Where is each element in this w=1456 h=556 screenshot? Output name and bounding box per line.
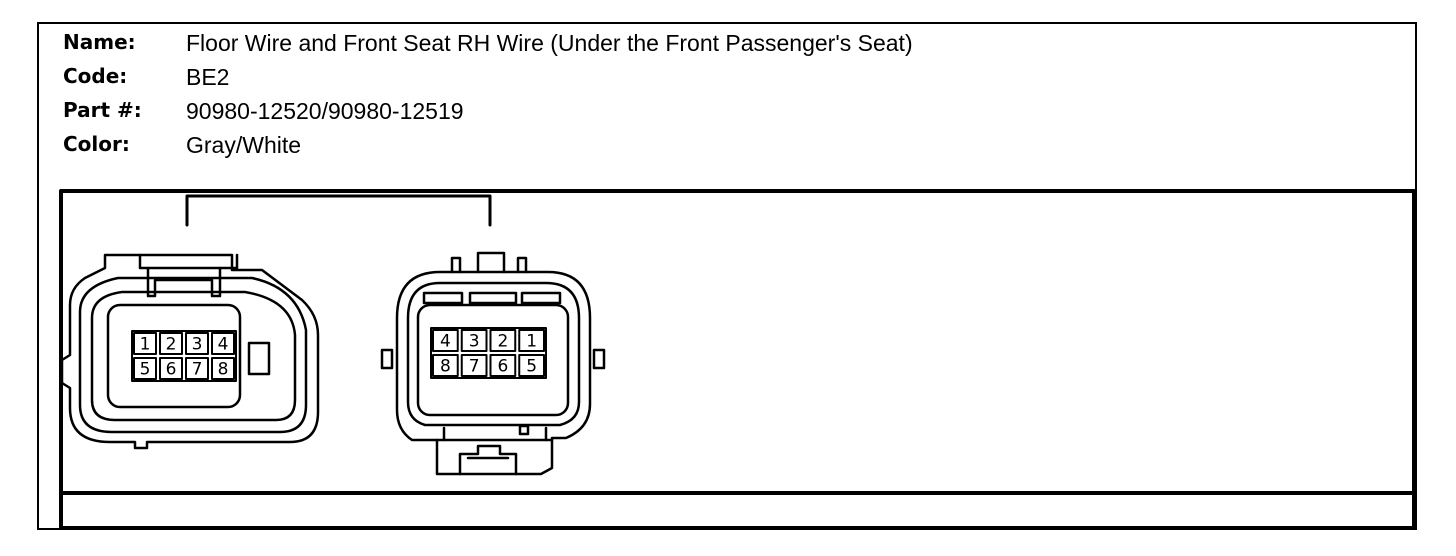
part-label: Part #: xyxy=(63,98,142,122)
left-terminal-number: 2 xyxy=(166,335,177,355)
left-terminal-cell xyxy=(133,332,157,355)
left-terminal-number: 5 xyxy=(140,360,151,380)
right-terminal-cell xyxy=(489,354,517,377)
left-terminal-number: 8 xyxy=(218,360,229,380)
right-terminal-number: 3 xyxy=(469,332,480,352)
right-terminal-cell xyxy=(518,354,545,377)
left-terminal-cell xyxy=(159,332,183,355)
right-terminal-number: 1 xyxy=(526,332,537,352)
left-terminal-cell xyxy=(159,357,183,380)
right-terminal-cell xyxy=(460,329,488,352)
right-terminal-number: 6 xyxy=(497,357,508,377)
right-connector xyxy=(380,251,606,476)
left-terminal-cell xyxy=(211,357,235,380)
right-terminal-number: 8 xyxy=(440,357,451,377)
right-terminal-number: 4 xyxy=(440,332,451,352)
right-terminal-cell xyxy=(518,329,545,352)
diagram-box xyxy=(59,189,1416,530)
name-label: Name: xyxy=(63,30,136,54)
part-value: 90980-12520/90980-12519 xyxy=(186,98,464,124)
right-terminal-number: 7 xyxy=(469,357,480,377)
left-terminal-cell xyxy=(185,332,209,355)
left-terminal-number: 3 xyxy=(192,335,203,355)
left-terminal-number: 1 xyxy=(140,335,151,355)
left-terminal-cell xyxy=(185,357,209,380)
code-value: BE2 xyxy=(186,64,230,90)
right-terminal-cell xyxy=(489,329,517,352)
right-terminal-cell xyxy=(432,354,459,377)
left-terminal-cell xyxy=(211,332,235,355)
left-terminal-number: 6 xyxy=(166,360,177,380)
left-terminal-cell xyxy=(133,357,157,380)
color-value: Gray/White xyxy=(186,132,302,158)
right-terminal-number: 5 xyxy=(526,357,537,377)
right-terminal-number: 2 xyxy=(497,332,508,352)
color-label: Color: xyxy=(63,132,130,156)
mating-bracket xyxy=(185,194,492,227)
name-value: Floor Wire and Front Seat RH Wire (Under… xyxy=(186,30,913,56)
right-terminal-cell xyxy=(460,354,488,377)
code-label: Code: xyxy=(63,64,128,88)
left-terminal-number: 7 xyxy=(192,360,203,380)
right-terminal-cell xyxy=(432,329,459,352)
left-terminal-number: 4 xyxy=(218,335,229,355)
left-connector xyxy=(60,253,320,450)
